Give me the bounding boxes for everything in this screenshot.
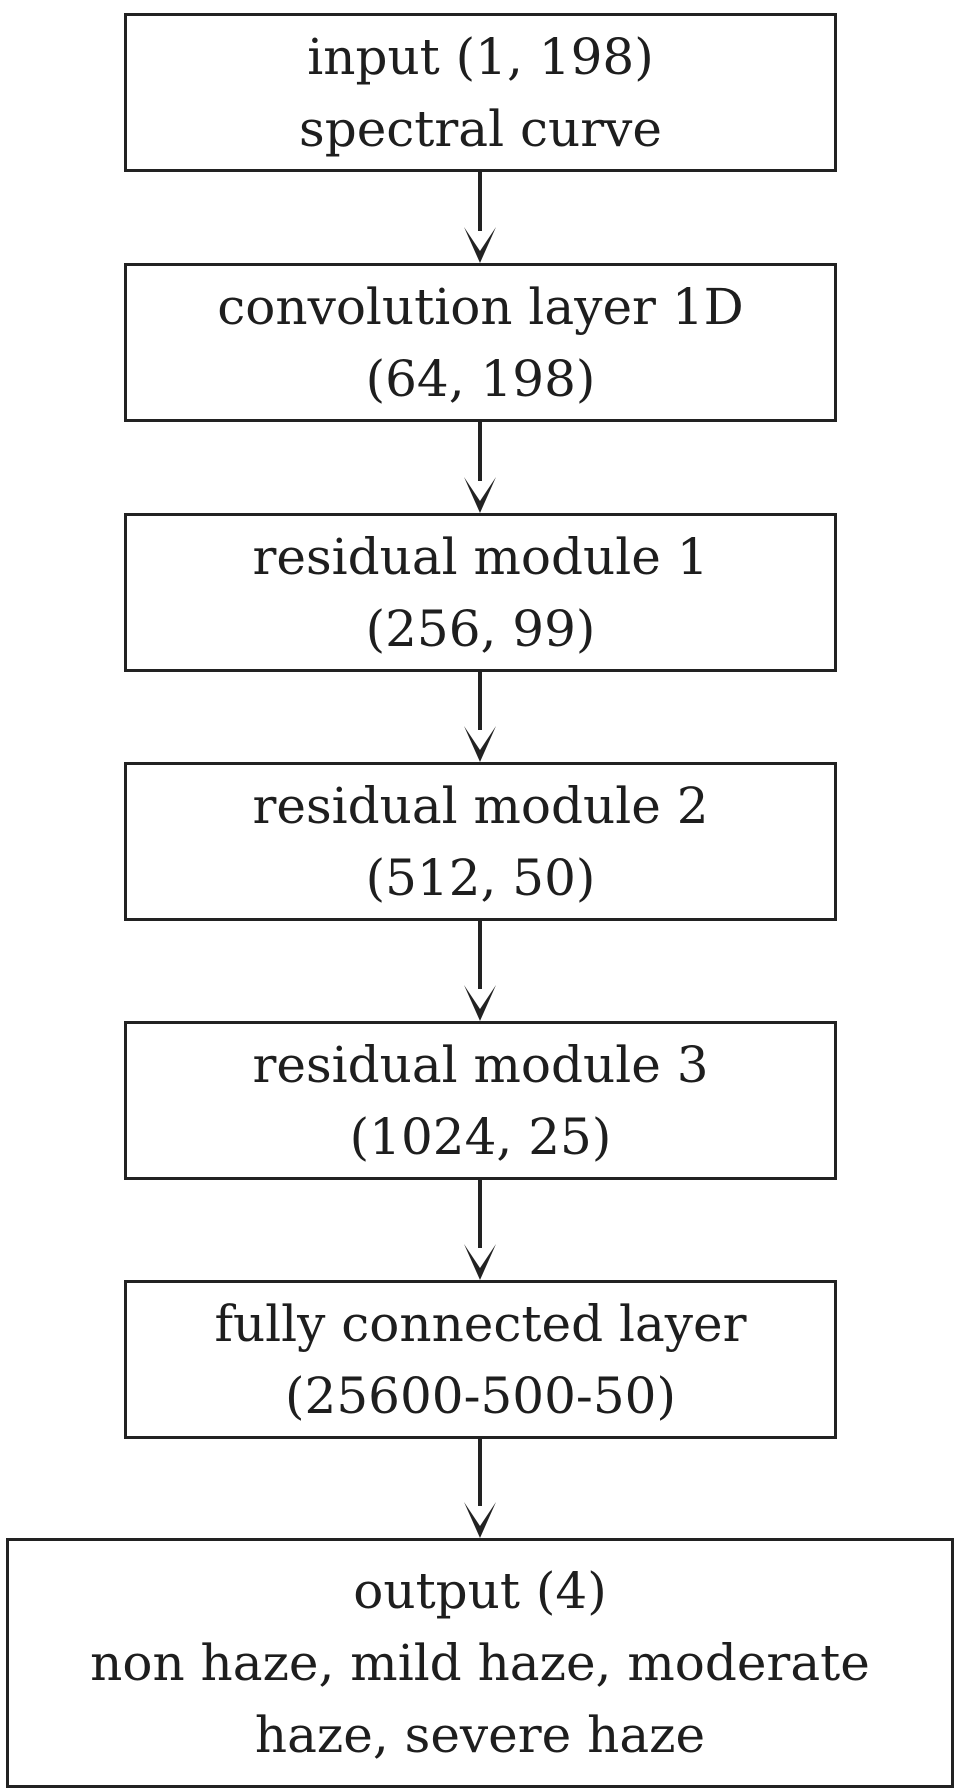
node-residual-module-1: residual module 1 (256, 99)	[124, 513, 837, 672]
arrow-fc-to-output-head	[464, 1502, 496, 1538]
node-input-subtitle: spectral curve	[299, 99, 662, 158]
node-output: output (4) non haze, mild haze, moderate…	[6, 1538, 954, 1788]
arrow-res2-to-res3-head	[464, 985, 496, 1021]
node-fully-connected-layer: fully connected layer (25600-500-50)	[124, 1280, 837, 1439]
node-residual-2-title: residual module 2	[252, 776, 709, 835]
node-residual-1-title: residual module 1	[252, 527, 709, 586]
arrow-conv-to-res1-head	[464, 477, 496, 513]
node-convolution-title: convolution layer 1D	[217, 277, 744, 336]
node-residual-module-2: residual module 2 (512, 50)	[124, 762, 837, 921]
node-residual-module-3: residual module 3 (1024, 25)	[124, 1021, 837, 1180]
node-convolution-shape: (64, 198)	[365, 349, 596, 408]
node-input: input (1, 198) spectral curve	[124, 13, 837, 172]
node-fully-connected-shape: (25600-500-50)	[285, 1366, 676, 1425]
node-output-classes-line-1: non haze, mild haze, moderate	[90, 1634, 870, 1692]
node-residual-1-shape: (256, 99)	[365, 599, 596, 658]
node-convolution-layer: convolution layer 1D (64, 198)	[124, 263, 837, 422]
arrow-res3-to-fc-head	[464, 1244, 496, 1280]
node-residual-3-title: residual module 3	[252, 1035, 709, 1094]
node-output-classes-line-2: haze, severe haze	[254, 1706, 706, 1764]
arrow-input-to-conv-head	[464, 227, 496, 263]
node-residual-2-shape: (512, 50)	[365, 848, 596, 907]
node-fully-connected-title: fully connected layer	[214, 1294, 747, 1353]
node-residual-3-shape: (1024, 25)	[349, 1107, 612, 1166]
arrow-res1-to-res2-head	[464, 726, 496, 762]
node-output-title: output (4)	[353, 1562, 607, 1620]
node-input-title: input (1, 198)	[307, 27, 654, 86]
